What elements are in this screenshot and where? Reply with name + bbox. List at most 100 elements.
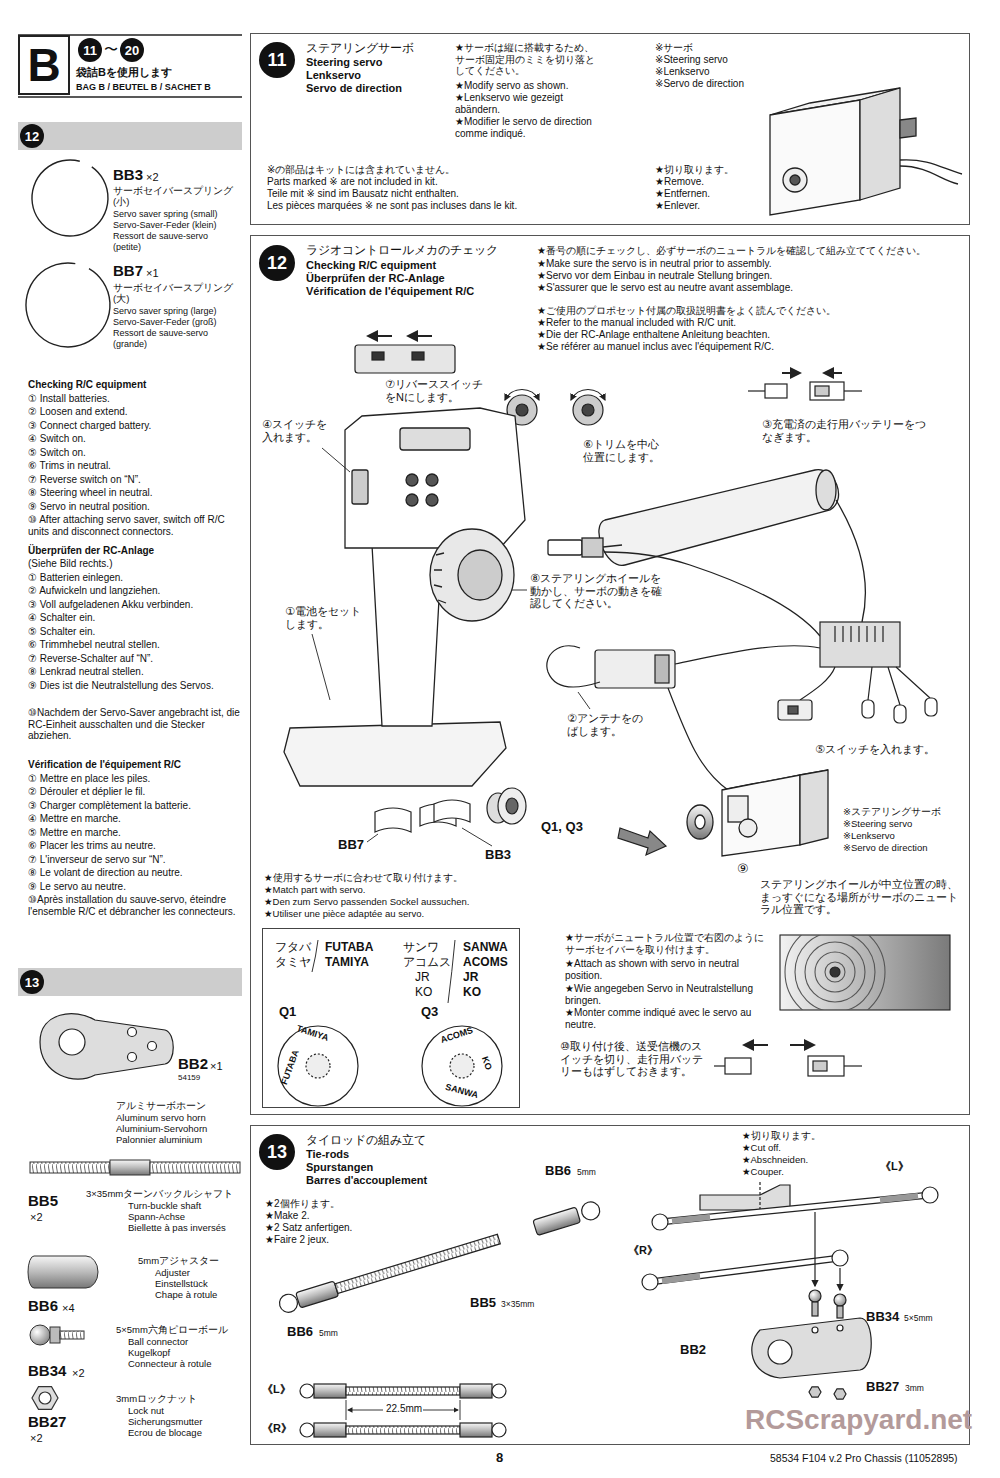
step-title: Servo de direction <box>306 82 402 95</box>
steering-servo <box>783 168 807 192</box>
part-code: BB6 <box>545 1164 571 1179</box>
tie-rod-assembly <box>650 1258 840 1282</box>
tie-rod-assembly <box>834 1294 846 1306</box>
adjuster <box>28 1256 98 1288</box>
note-text: ※Lenkservo <box>843 831 895 842</box>
note-text: ① Batterien einlegen. <box>28 572 244 584</box>
watermark: RCScrapyard.net <box>745 1404 972 1436</box>
step-band <box>18 122 242 150</box>
disconnect-icon <box>725 1058 751 1074</box>
note-text: ×2 <box>72 1367 85 1380</box>
note-text: Sicherungsmutter <box>128 1417 202 1428</box>
note-text: ★Entfernen. <box>655 188 710 200</box>
transmitter <box>406 494 418 506</box>
note-text: Adjuster <box>155 1268 190 1279</box>
note-text: Servo saver spring (large) <box>113 306 217 316</box>
node-text: 12 <box>267 254 287 272</box>
tie-rod <box>300 1423 314 1437</box>
note-text: ★Modify servo as shown. <box>455 80 605 92</box>
tie-rod-assembly <box>642 1274 658 1290</box>
note-text: 5mm <box>577 1168 596 1178</box>
part-code: BB5 <box>28 1192 58 1209</box>
tie-rod <box>460 1423 492 1437</box>
part-code: BB7 <box>338 838 364 853</box>
servo-saver-parts <box>375 808 411 832</box>
tie-rod-assembly <box>812 1327 818 1333</box>
speed-controller <box>778 622 937 723</box>
note-text: ① Install batteries. <box>28 393 244 405</box>
disconnect-icon <box>790 1044 814 1046</box>
step-title: Überprüfen der RC-Anlage <box>306 272 445 285</box>
note-text: Ressort de sauve-servo <box>113 231 208 241</box>
note-text: ①電池をセットします。 <box>285 605 365 630</box>
disconnect-icon <box>813 1061 827 1071</box>
step-title: Barres d'accouplement <box>306 1174 427 1187</box>
neutral-view <box>780 922 950 1022</box>
step-title: ステアリングサーボ <box>306 42 414 55</box>
turnbuckle-shaft <box>30 1160 240 1175</box>
note-text: Connecteur à rotule <box>128 1359 211 1370</box>
servo <box>728 796 748 822</box>
note-text: Servo-Saver-Feder (klein) <box>113 220 217 230</box>
note-text: ※ステアリングサーボ <box>843 807 941 818</box>
tie-rod <box>460 1384 492 1398</box>
step-title: Vérification de l'équipement R/C <box>306 285 474 298</box>
node-text: 12 <box>25 130 39 143</box>
speed-controller <box>788 706 798 714</box>
node-text: 13 <box>267 1143 287 1161</box>
dimension: 22.5mm <box>385 1403 423 1415</box>
note-text: ⑥ Placer les trims au neutre. <box>28 840 244 852</box>
tie-rod-assembly <box>880 1196 918 1200</box>
note-text: Biellette à pas inversés <box>128 1223 226 1234</box>
note-text: 54159 <box>178 1073 200 1082</box>
part-code: BB3 <box>485 848 511 863</box>
step-title: Spurstangen <box>306 1161 373 1174</box>
tie-rod-assembly <box>832 1250 848 1266</box>
note-text: ⑦リバーススイッチをNにします。 <box>385 378 485 403</box>
leader-line <box>312 634 330 700</box>
note-text: ★Match part with servo. <box>264 885 365 896</box>
note-text: ⑩ After attaching servo saver, switch of… <box>28 514 244 537</box>
battery-pack <box>836 500 866 622</box>
tie-rod-exploded <box>533 1207 581 1235</box>
step-title: タイロッドの組み立て <box>306 1134 426 1147</box>
lock-nut <box>39 1392 51 1404</box>
step-panel: タイロッドの組み立てTie-rodsSpurstangenBarres d'ac… <box>250 1125 970 1445</box>
note-text: Chape à rotule <box>155 1290 217 1301</box>
trim-dial <box>582 404 594 416</box>
note-text: ⑩Nachdem der Servo-Saver angebracht ist,… <box>28 707 244 742</box>
note-text: ★ご使用のプロポセット付属の取扱説明書をよく読んでください。 <box>537 305 836 317</box>
note-text: 58534 F104 v.2 Pro Chassis (11052895) <box>770 1452 958 1464</box>
note-text: Aluminium-Servohorn <box>116 1124 207 1135</box>
note-text: ×4 <box>62 1302 75 1315</box>
note-text: Überprüfen der RC-Anlage <box>28 545 154 557</box>
tie-rod-assembly <box>768 1340 792 1364</box>
note-text: ④ Switch on. <box>28 433 244 445</box>
lock-nut <box>32 1387 58 1410</box>
connector-icon <box>815 386 829 396</box>
ball-connector <box>50 1327 60 1343</box>
note-text: (petite) <box>113 242 141 252</box>
trim-dial <box>516 404 528 416</box>
speed-controller <box>925 698 937 716</box>
tie-rod-assembly <box>752 1318 871 1378</box>
table-cell: サンワ <box>403 941 439 955</box>
servo-saver-parts <box>506 798 518 814</box>
note-text: ★Modifier le servo de direction comme in… <box>455 116 605 139</box>
neutral-view <box>830 967 840 977</box>
note-text: ②アンテナをのばします。 <box>567 712 647 737</box>
note-text: 3×35mm <box>501 1300 534 1310</box>
note-text: Servo saver spring (small) <box>113 209 218 219</box>
connector-icon <box>765 384 787 398</box>
node-text: 11 <box>83 44 97 57</box>
table-cell: ACOMS <box>463 956 508 970</box>
adjuster <box>28 1256 98 1288</box>
ball-connector <box>30 1325 50 1345</box>
connector-icon <box>748 373 862 400</box>
servo <box>687 805 713 839</box>
tie-rod-assembly <box>812 1302 818 1316</box>
tie-rod-assembly <box>839 1268 840 1290</box>
table-cell: JR <box>415 971 430 985</box>
speed-controller <box>800 667 835 700</box>
transmitter <box>406 474 418 486</box>
